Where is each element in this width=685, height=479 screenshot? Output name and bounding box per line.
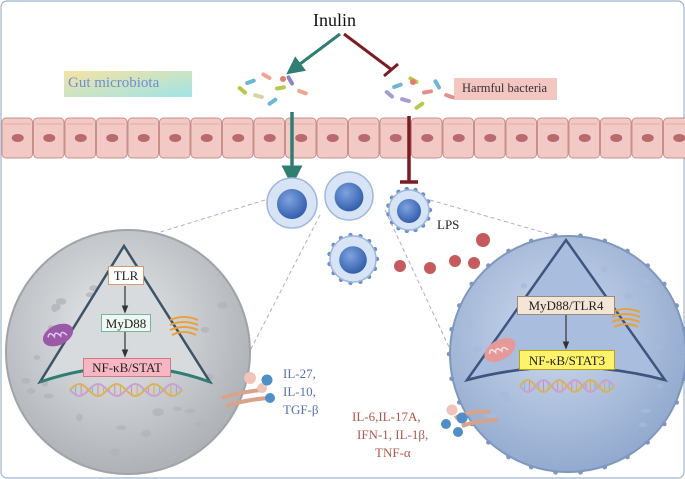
harmful-bacteria-banner [454,78,557,100]
bacterium-icon [433,79,441,90]
gut-microbiota-bacteria [237,72,308,106]
cytokine-label: IL-27, [283,366,316,381]
bacterium-icon [245,78,256,86]
dna-helix-icon [69,382,183,398]
gut-microbiota-banner [64,71,192,97]
bacterium-icon [392,82,403,90]
cytokine-label: IL-10, [283,384,316,399]
mitochondrion-icon [484,337,516,363]
intestinal-epithelium [1,117,685,159]
lps-label: LPS [437,217,460,232]
mitochondrion-icon [42,323,74,347]
immune-cells [266,171,433,286]
cytokine-label: IFN-1, IL-1β, [357,427,429,442]
bacterium-icon [297,88,308,96]
immune-cell-icon [324,171,374,221]
harmful-bacteria-label: Harmful bacteria [462,81,548,95]
bacterium-icon [275,85,286,91]
bacterium-icon [400,97,411,104]
right-receptor [441,404,499,437]
bacterium-icon [237,86,248,95]
bacterium-icon [261,72,272,80]
harmful-bacteria-cluster [384,76,455,110]
bacterium-icon [267,97,278,106]
title-inulin: Inulin [313,10,356,30]
tlr-box: TLR [108,266,144,285]
bacterium-icon [414,101,425,110]
cytokine-label: TGF-β [283,402,319,417]
immune-cell-icon [327,232,380,286]
bacterium-icon [253,93,264,100]
bacterium-icon [444,92,455,100]
nfkb-stat3-box: NF-κB/STAT3 [519,350,615,370]
nfkb-stat-box: NF-κB/STAT [83,358,171,377]
inhibit-arrow-inulin [343,32,393,72]
bacterium-icon [422,89,433,95]
myd88-box: MyD88 [101,314,151,332]
bacterium-icon [286,75,294,86]
cytokine-label: TNF-α [375,445,411,460]
myd88-tlr4-box: MyD88/TLR4 [517,296,615,315]
lps-particles [394,233,490,274]
inhibit-bar-inulin [383,62,399,78]
cytokine-label: IL-6,IL-17A, [352,409,421,424]
golgi-icon [169,316,199,336]
immune-cell-icon [386,186,433,234]
gut-microbiota-label: Gut microbiota [68,75,160,91]
promote-arrow-inulin [286,32,341,75]
dna-helix-icon [519,378,615,394]
bacterium-icon [384,90,395,99]
left-receptor [221,372,275,408]
immune-cell-icon [266,177,318,229]
